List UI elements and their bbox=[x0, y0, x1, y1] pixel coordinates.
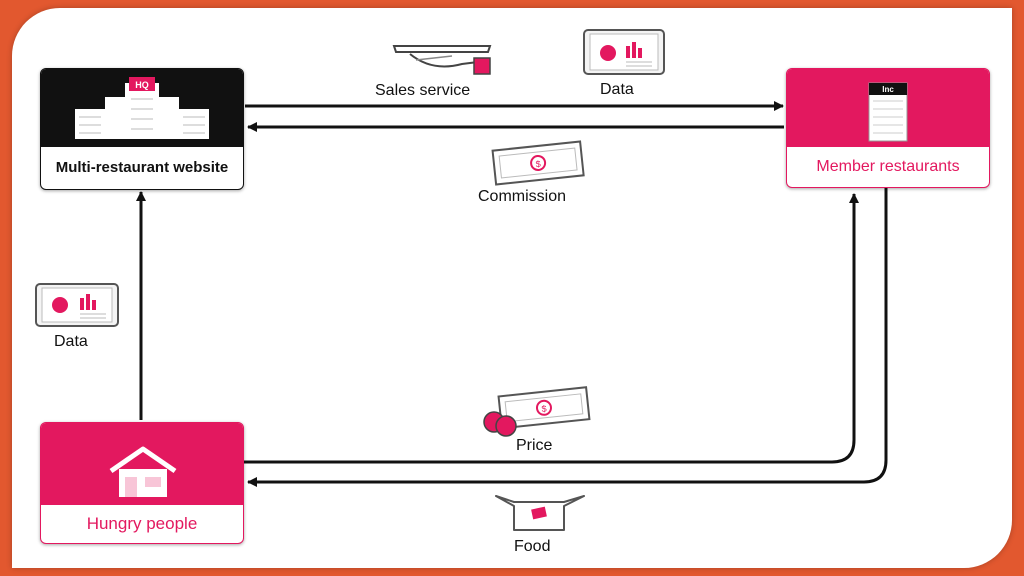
node-multi-restaurant-website: HQ Multi-restaurant website bbox=[40, 68, 244, 190]
hand-holding-tray-icon bbox=[392, 45, 492, 75]
flow-label-sales-service: Sales service bbox=[375, 82, 471, 99]
flow-label-commission: Commission bbox=[478, 188, 567, 205]
node-header: Inc bbox=[787, 69, 989, 147]
node-label: Multi-restaurant website bbox=[55, 159, 229, 176]
flow-label-data-left: Data bbox=[54, 333, 88, 350]
inc-badge: Inc bbox=[882, 85, 894, 94]
food-box-icon bbox=[495, 495, 585, 531]
restaurant-building-icon: Inc bbox=[868, 82, 908, 142]
chart-report-icon bbox=[583, 29, 665, 75]
hq-badge: HQ bbox=[135, 80, 149, 90]
house-icon bbox=[109, 446, 177, 497]
arrow-food-to-hungry bbox=[247, 186, 888, 487]
flow-label-food: Food bbox=[514, 538, 551, 555]
svg-text:$: $ bbox=[535, 159, 541, 169]
banknote-coins-icon: $ bbox=[483, 386, 591, 437]
node-header: HQ bbox=[41, 69, 243, 147]
node-header bbox=[41, 423, 243, 505]
node-hungry-people: Hungry people bbox=[40, 422, 244, 544]
banknote-icon: $ bbox=[491, 140, 585, 186]
node-member-restaurants: Inc Member restaurants bbox=[786, 68, 990, 188]
chart-report-icon bbox=[35, 283, 119, 327]
flow-label-price: Price bbox=[516, 437, 553, 454]
flow-label-data-top: Data bbox=[600, 81, 634, 98]
svg-text:$: $ bbox=[541, 404, 547, 414]
arrow-price-to-member bbox=[244, 193, 859, 464]
node-label: Member restaurants bbox=[816, 158, 960, 175]
hq-building-icon: HQ bbox=[75, 77, 209, 139]
node-label: Hungry people bbox=[86, 514, 198, 533]
